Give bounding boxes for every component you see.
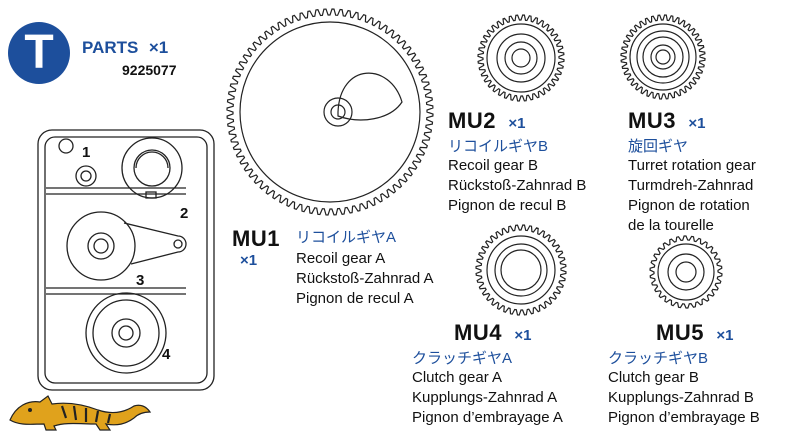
part-qty: ×1 xyxy=(240,252,258,269)
gear-teeth xyxy=(649,235,723,309)
tiger-logo-icon xyxy=(9,395,152,431)
part-name-fr-1: Pignon de rotation xyxy=(628,197,750,214)
gear-hub xyxy=(330,104,346,120)
sprue-label-1: 1 xyxy=(82,144,91,161)
part-mu3: MU3 ×1 旋回ギヤ Turret rotation gear Turmdre… xyxy=(628,108,756,236)
badge-letter: T xyxy=(24,26,54,79)
sprue-label-4: 4 xyxy=(162,346,171,363)
part-names: Recoil gear A Rückstoß-Zahnrad A Pignon … xyxy=(296,249,434,309)
part-qty: ×1 xyxy=(688,115,706,132)
part-mu1-text: リコイルギヤA Recoil gear A Rückstoß-Zahnrad A… xyxy=(296,226,434,309)
part-jp-name: クラッチギヤA xyxy=(412,350,513,367)
part-name-fr: Pignon d’embrayage B xyxy=(608,409,760,426)
sprue-label-2: 2 xyxy=(180,205,189,222)
part-jp-name: クラッチギヤB xyxy=(608,350,709,367)
part-qty: ×1 xyxy=(514,327,532,344)
part-qty: ×1 xyxy=(716,327,734,344)
sprue-label-3: 3 xyxy=(136,272,145,289)
part-mu2: MU2 ×1 リコイルギヤB Recoil gear B Rückstoß-Za… xyxy=(448,108,586,216)
part-code: MU5 xyxy=(656,320,704,345)
part-name-fr: Pignon d’embrayage A xyxy=(412,409,563,426)
gear-ring xyxy=(642,36,684,78)
gear-cam xyxy=(337,72,403,121)
gear-ring xyxy=(500,249,542,291)
gear-ring xyxy=(667,253,705,291)
part-mu5: MU5 ×1 クラッチギヤB Clutch gear B Kupplungs-Z… xyxy=(608,320,760,428)
gear-ring xyxy=(675,261,697,283)
clutch-gear-a-drawing xyxy=(475,224,567,316)
gear-ring xyxy=(504,41,538,75)
gear-teeth xyxy=(477,14,565,102)
parts-quantity: ×1 xyxy=(148,38,169,57)
gear-ring xyxy=(655,49,671,65)
part-name-de: Turmdreh-Zahnrad xyxy=(628,177,754,194)
part-name-de: Rückstoß-Zahnrad A xyxy=(296,270,434,287)
gear-ring xyxy=(486,23,556,93)
part-names: Clutch gear B Kupplungs-Zahnrad B Pignon… xyxy=(608,368,760,428)
parts-badge: T xyxy=(8,22,70,84)
part-names: Turret rotation gear Turmdreh-Zahnrad Pi… xyxy=(628,156,756,236)
part-name-de: Kupplungs-Zahnrad B xyxy=(608,389,754,406)
turret-rotation-gear-drawing xyxy=(620,14,706,100)
part-number: 9225077 xyxy=(122,62,177,78)
gear-ring xyxy=(657,243,715,301)
part-name-fr: Pignon de recul B xyxy=(448,197,567,214)
part-name-fr-2: de la tourelle xyxy=(628,217,714,234)
gear-ring xyxy=(494,243,548,297)
part-code: MU3 xyxy=(628,108,676,133)
part-name-en: Clutch gear B xyxy=(608,369,699,386)
gear-ring xyxy=(650,44,676,70)
part-jp-name: 旋回ギヤ xyxy=(628,138,689,155)
gear-teeth xyxy=(475,224,567,316)
part-jp-name: リコイルギヤA xyxy=(296,229,397,246)
part-name-en: Recoil gear B xyxy=(448,157,539,174)
part-name-en: Turret rotation gear xyxy=(628,157,756,174)
gear-ring xyxy=(629,23,697,91)
part-name-en: Recoil gear A xyxy=(296,250,386,267)
sprue-drawing xyxy=(37,129,215,391)
gear-ring xyxy=(511,48,531,68)
gear-ring xyxy=(486,235,556,305)
part-jp-name: リコイルギヤB xyxy=(448,138,549,155)
part-names: Clutch gear A Kupplungs-Zahnrad A Pignon… xyxy=(412,368,563,428)
part-name-en: Clutch gear A xyxy=(412,369,503,386)
gear-teeth xyxy=(620,14,706,100)
parts-title: PARTS xyxy=(82,38,139,57)
gear-hub xyxy=(323,97,353,127)
part-name-de: Kupplungs-Zahnrad A xyxy=(412,389,558,406)
recoil-gear-a-drawing xyxy=(226,8,434,216)
recoil-gear-b-drawing xyxy=(477,14,565,102)
part-code: MU2 xyxy=(448,108,496,133)
gear-ring xyxy=(239,21,421,203)
part-qty: ×1 xyxy=(508,115,526,132)
part-mu4: MU4 ×1 クラッチギヤA Clutch gear A Kupplungs-Z… xyxy=(412,320,563,428)
part-names: Recoil gear B Rückstoß-Zahnrad B Pignon … xyxy=(448,156,586,216)
gear-ring xyxy=(636,30,690,84)
clutch-gear-b-drawing xyxy=(649,235,723,309)
gear-teeth xyxy=(226,8,434,216)
part-mu1: MU1 xyxy=(232,226,280,252)
part-code: MU4 xyxy=(454,320,502,345)
part-name-de: Rückstoß-Zahnrad B xyxy=(448,177,587,194)
part-code: MU1 xyxy=(232,226,280,251)
part-name-fr: Pignon de recul A xyxy=(296,290,414,307)
gear-ring xyxy=(496,33,546,83)
parts-title-row: PARTS ×1 xyxy=(82,38,168,58)
